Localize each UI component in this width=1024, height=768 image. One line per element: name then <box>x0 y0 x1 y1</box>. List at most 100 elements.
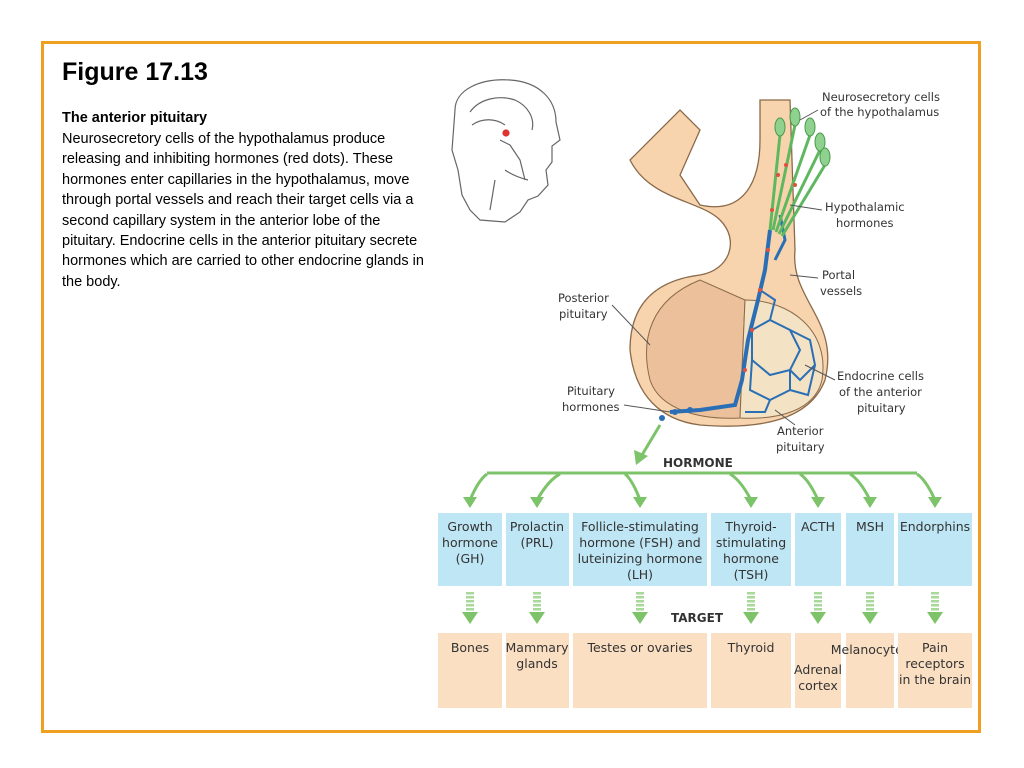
curved-arrows <box>463 472 942 508</box>
label-hypothalamic-1: Hypothalamic <box>825 200 905 214</box>
target-label: glands <box>516 656 557 671</box>
curved-arrow-icon <box>729 472 753 501</box>
target-box: Melanocytes <box>831 633 910 708</box>
down-block-arrow-icon <box>743 592 759 624</box>
hormone-label: (LH) <box>627 567 653 582</box>
curved-arrow-icon <box>916 472 937 501</box>
down-block-arrow-icon <box>462 592 478 624</box>
label-endocrine-1: Endocrine cells <box>837 369 924 383</box>
arrowhead-icon <box>530 497 544 508</box>
label-portal-2: vessels <box>820 284 862 298</box>
hormone-box: Endorphins <box>898 513 972 586</box>
hormone-label: luteinizing hormone <box>578 551 703 566</box>
label-anterior-2: pituitary <box>776 440 825 454</box>
down-arrow-icon <box>640 424 662 456</box>
hormone-label: hormone <box>723 551 779 566</box>
target-box: Testes or ovaries <box>573 633 707 708</box>
hormone-label: stimulating <box>716 535 786 550</box>
hormone-label: Endorphins <box>900 519 970 534</box>
leader-lines <box>611 109 836 426</box>
label-hypothalamic-2: hormones <box>836 216 893 230</box>
target-box: Bones <box>438 633 502 708</box>
hormone-label: (TSH) <box>734 567 769 582</box>
target-label: cortex <box>798 678 837 693</box>
hormone-box-bg <box>711 513 791 586</box>
pituitary-anatomy <box>629 99 831 427</box>
target-box-bg <box>898 633 972 708</box>
hormone-label: ACTH <box>801 519 835 534</box>
head-sketch-icon <box>451 79 561 223</box>
arrowhead-icon <box>634 450 648 465</box>
target-box-bg <box>846 633 894 708</box>
hormone-box-bg <box>795 513 841 586</box>
target-box-bg <box>573 633 707 708</box>
hormone-box-bg <box>898 513 972 586</box>
arrowhead-icon <box>463 497 477 508</box>
target-box: Thyroid <box>711 633 791 708</box>
hormone-box-bg <box>573 513 707 586</box>
down-block-arrow-icon <box>632 592 648 624</box>
curved-arrow-icon <box>535 472 561 501</box>
hormone-label: Thyroid- <box>724 519 776 534</box>
arrowhead-icon <box>633 497 647 508</box>
curved-arrow-icon <box>799 472 820 501</box>
hormone-boxes: Growthhormone(GH)Prolactin(PRL)Follicle-… <box>438 513 972 586</box>
hormone-header: HORMONE <box>663 456 733 470</box>
target-label: Adrenal <box>794 662 842 677</box>
target-label: in the brain <box>899 672 971 687</box>
down-block-arrow-icon <box>927 592 943 624</box>
target-label: Melanocytes <box>831 642 910 657</box>
arrowhead-icon <box>744 497 758 508</box>
hormone-box-bg <box>506 513 569 586</box>
target-label: Thyroid <box>727 640 775 655</box>
curved-arrow-icon <box>624 472 642 501</box>
arrowhead-icon <box>928 497 942 508</box>
label-neurosecretory-1: Neurosecretory cells <box>822 90 940 104</box>
target-header: TARGET <box>671 611 724 625</box>
label-neurosecretory-2: of the hypothalamus <box>820 105 939 119</box>
label-posterior-1: Posterior <box>558 291 609 305</box>
curved-arrow-icon <box>468 472 488 501</box>
hormone-box-bg <box>846 513 894 586</box>
target-label: Pain <box>922 640 948 655</box>
hormone-box: Prolactin(PRL) <box>506 513 569 586</box>
down-block-arrow-icon <box>810 592 826 624</box>
target-box-bg <box>506 633 569 708</box>
target-label: Testes or ovaries <box>586 640 692 655</box>
target-label: Bones <box>451 640 489 655</box>
hormone-label: (PRL) <box>521 535 554 550</box>
hormone-label: Prolactin <box>510 519 564 534</box>
hormone-label: hormone (FSH) and <box>579 535 700 550</box>
label-portal-1: Portal <box>822 268 855 282</box>
target-label: receptors <box>905 656 964 671</box>
figure-subtitle: The anterior pituitary <box>62 110 208 126</box>
target-box-bg <box>711 633 791 708</box>
hormone-box: ACTH <box>795 513 841 586</box>
curved-arrow-icon <box>849 472 872 501</box>
label-anterior-1: Anterior <box>777 424 824 438</box>
target-box-bg <box>438 633 502 708</box>
label-pituitary-hormones-1: Pituitary <box>567 384 615 398</box>
arrowhead-icon <box>863 497 877 508</box>
label-endocrine-2: of the anterior <box>839 385 922 399</box>
down-block-arrow-icon <box>862 592 878 624</box>
label-endocrine-3: pituitary <box>857 401 906 415</box>
hormone-label: MSH <box>856 519 884 534</box>
slide-frame <box>41 41 981 733</box>
figure-title: Figure 17.13 <box>62 58 208 86</box>
label-pituitary-hormones-2: hormones <box>562 400 619 414</box>
hormone-label: (GH) <box>456 551 485 566</box>
label-posterior-2: pituitary <box>559 307 608 321</box>
hormone-box-bg <box>438 513 502 586</box>
arrowhead-icon <box>811 497 825 508</box>
figure-description: Neurosecretory cells of the hypothalamus… <box>62 131 424 290</box>
block-arrows <box>462 592 943 624</box>
hormone-label: hormone <box>442 535 498 550</box>
